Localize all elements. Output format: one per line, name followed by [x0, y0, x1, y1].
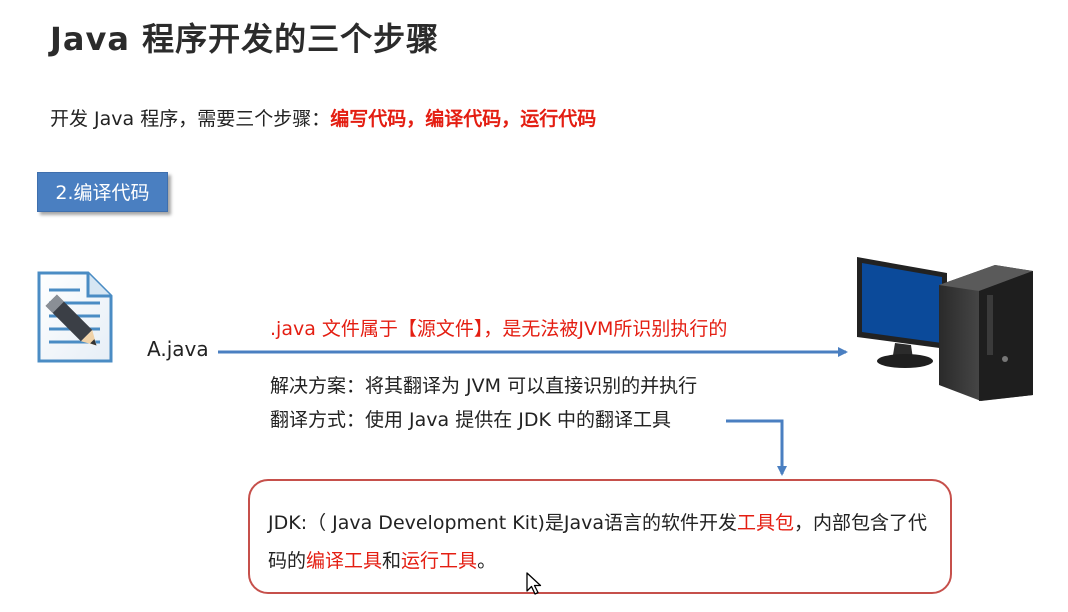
jdk-text-part2: ，内部包含了代码的 [268, 512, 928, 572]
arrow-note: .java 文件属于【源文件】，是无法被JVM所识别执行的 [270, 318, 728, 340]
mouse-cursor-icon [526, 572, 542, 595]
jdk-text-part4: 。 [477, 550, 497, 572]
desktop-computer-icon [857, 257, 1033, 401]
jdk-toolkit-highlight: 工具包 [737, 512, 795, 534]
method-text: 翻译方式：使用 Java 提供在 JDK 中的翻译工具 [270, 409, 671, 431]
solution-text: 解决方案：将其翻译为 JVM 可以直接识别的并执行 [270, 375, 698, 397]
jdk-run-tool-highlight: 运行工具 [401, 550, 478, 572]
intro-prefix: 开发 Java 程序，需要三个步骤： [50, 108, 331, 130]
jdk-compile-tool-highlight: 编译工具 [306, 550, 383, 572]
file-label: A.java [147, 337, 209, 361]
intro-steps: 编写代码，编译代码，运行代码 [330, 108, 597, 130]
page-title: Java 程序开发的三个步骤 [50, 20, 440, 58]
jdk-callout-box [248, 479, 952, 594]
document-pencil-icon [37, 271, 113, 363]
jdk-text-part1: JDK:（ Java Development Kit)是Java语言的软件开发 [268, 512, 737, 534]
jdk-arrow [726, 419, 787, 476]
intro-text: 开发 Java 程序，需要三个步骤：编写代码，编译代码，运行代码 [50, 104, 596, 131]
jdk-description: JDK:（ Java Development Kit)是Java语言的软件开发工… [268, 504, 928, 580]
step-compile-button[interactable]: 2.编译代码 [37, 172, 168, 212]
jdk-text-part3: 和 [382, 550, 402, 572]
